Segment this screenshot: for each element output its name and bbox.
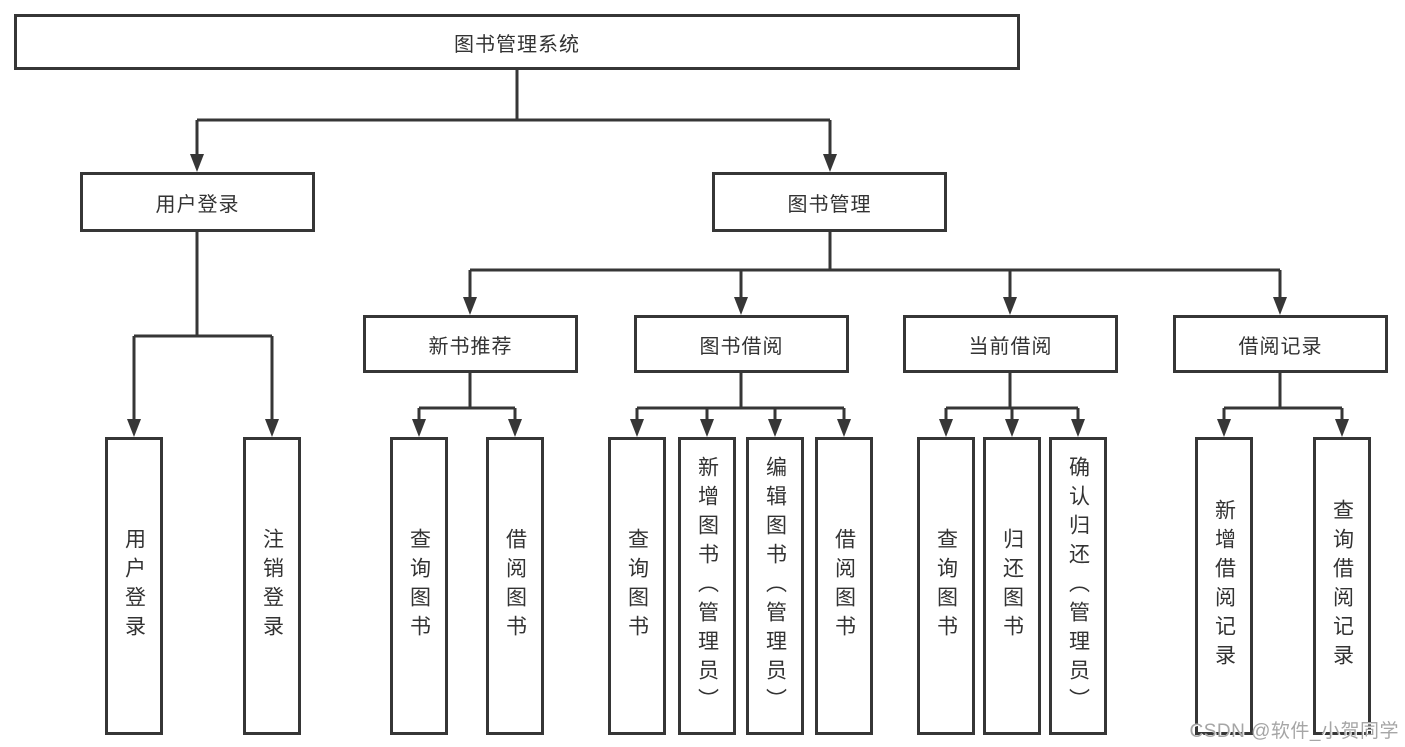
leaf-logout: 注销登录 (243, 437, 301, 735)
arrow-down-icon (412, 419, 426, 437)
arrow-down-icon (630, 419, 644, 437)
leaf-add-book-admin: 新增图书（管理员） (678, 437, 736, 735)
leaf-user-login: 用户登录 (105, 437, 163, 735)
arrowhead-icons (127, 154, 1349, 437)
arrow-down-icon (127, 419, 141, 437)
connector-book-borrow-to-leaves (635, 373, 846, 421)
arrow-down-icon (463, 297, 477, 315)
arrow-down-icon (508, 419, 522, 437)
leaf-confirm-return-admin: 确认归还（管理员） (1049, 437, 1107, 735)
leaf-query-books-current: 查询图书 (917, 437, 975, 735)
leaf-add-borrow-record: 新增借阅记录 (1195, 437, 1253, 735)
node-new-book-recommend: 新书推荐 (363, 315, 578, 373)
leaf-query-books-borrow: 查询图书 (608, 437, 666, 735)
connector-new-book-to-leaves (417, 373, 517, 421)
node-user-login: 用户登录 (80, 172, 315, 232)
connector-current-borrow-to-leaves (944, 373, 1080, 421)
arrow-down-icon (1071, 419, 1085, 437)
connector-book-management-to-level3 (468, 232, 1282, 299)
connector-borrow-records-to-leaves (1222, 373, 1344, 421)
arrow-down-icon (939, 419, 953, 437)
leaf-query-borrow-record: 查询借阅记录 (1313, 437, 1371, 735)
leaf-query-books-recommend: 查询图书 (390, 437, 448, 735)
arrow-down-icon (734, 297, 748, 315)
watermark: CSDN @软件_小贺同学 (1189, 721, 1399, 742)
arrow-down-icon (837, 419, 851, 437)
node-library-management-system: 图书管理系统 (14, 14, 1020, 70)
arrow-down-icon (1003, 297, 1017, 315)
node-borrow-records: 借阅记录 (1173, 315, 1388, 373)
leaf-borrow-books-recommend: 借阅图书 (486, 437, 544, 735)
arrow-down-icon (823, 154, 837, 172)
connector-user-login-to-leaves (132, 232, 274, 421)
arrow-down-icon (768, 419, 782, 437)
arrow-down-icon (1005, 419, 1019, 437)
arrow-down-icon (700, 419, 714, 437)
node-book-borrow: 图书借阅 (634, 315, 849, 373)
connector-root-to-level2 (195, 70, 832, 156)
node-book-management: 图书管理 (712, 172, 947, 232)
leaf-return-books: 归还图书 (983, 437, 1041, 735)
arrow-down-icon (1335, 419, 1349, 437)
leaf-borrow-books: 借阅图书 (815, 437, 873, 735)
arrow-down-icon (1217, 419, 1231, 437)
arrow-down-icon (1273, 297, 1287, 315)
connector-paths (132, 70, 1344, 421)
arrow-down-icon (265, 419, 279, 437)
node-current-borrow: 当前借阅 (903, 315, 1118, 373)
leaf-edit-book-admin: 编辑图书（管理员） (746, 437, 804, 735)
arrow-down-icon (190, 154, 204, 172)
